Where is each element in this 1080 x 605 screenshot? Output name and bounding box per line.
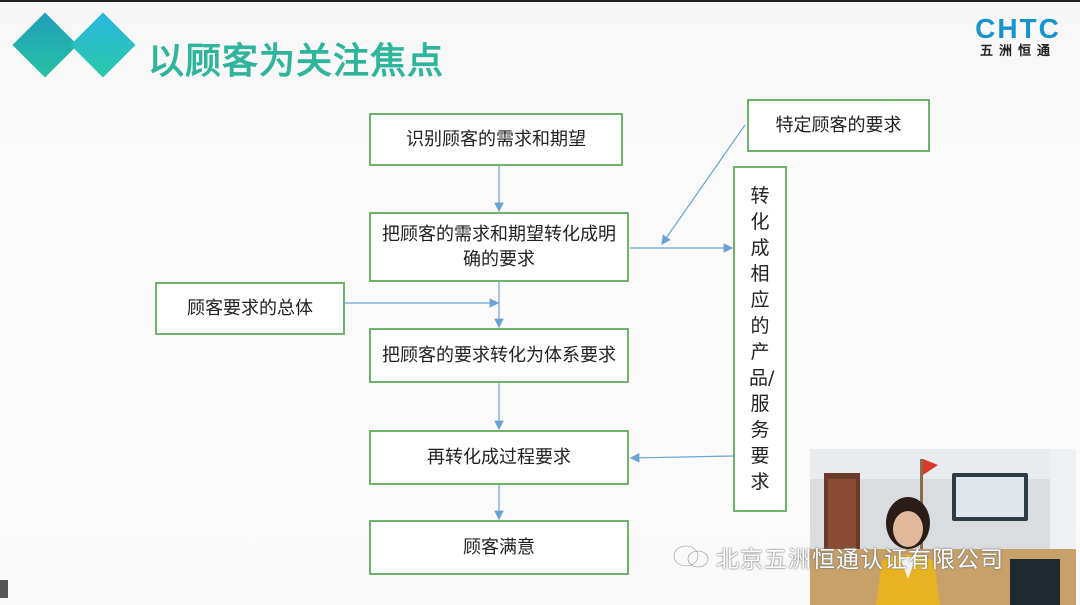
flow-box-system-requirements: 把顾客的要求转化为体系要求 bbox=[369, 328, 629, 383]
arrow-vertical-to-box4 bbox=[629, 453, 734, 463]
top-border bbox=[0, 0, 1080, 2]
flow-box-process-requirements: 再转化成过程要求 bbox=[369, 430, 629, 485]
corner-marker bbox=[0, 580, 8, 598]
logo-subtext: 五洲恒通 bbox=[979, 44, 1056, 59]
flow-box-identify: 识别顾客的需求和期望 bbox=[369, 113, 623, 166]
video-feed bbox=[810, 449, 1076, 605]
vertical-label: 转化成相应的产品/服务要求 bbox=[749, 185, 775, 493]
wechat-icon bbox=[673, 545, 709, 568]
company-logo: CHTC 五洲恒通 bbox=[968, 14, 1068, 60]
flow-box-specific-requirements: 特定顾客的要求 bbox=[747, 99, 930, 152]
flow-box-convert-requirements: 把顾客的需求和期望转化成明确的要求 bbox=[369, 212, 629, 282]
company-watermark: 北京五洲恒通认证有限公司 bbox=[716, 547, 1004, 573]
slide-title: 以顾客为关注焦点 bbox=[148, 41, 445, 82]
presenter-video-image bbox=[810, 449, 1076, 605]
flow-box-satisfaction: 顾客满意 bbox=[369, 520, 629, 575]
arrow-specific-to-box2 bbox=[661, 124, 746, 245]
flow-box-product-service: 转化成相应的产品/服务要求 bbox=[733, 166, 787, 512]
logo-text: CHTC bbox=[975, 13, 1061, 44]
flow-box-overall-requirements: 顾客要求的总体 bbox=[155, 282, 345, 335]
